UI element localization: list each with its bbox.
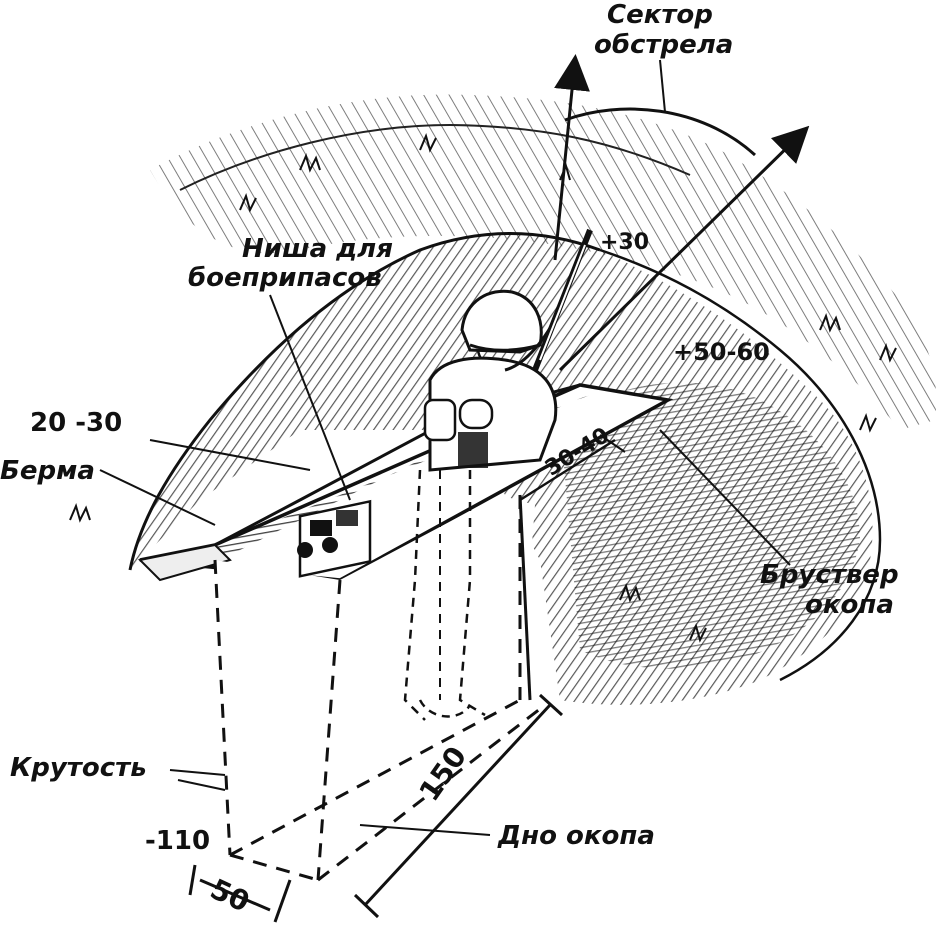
dim-plus30: +30 [600,230,650,255]
parapet-label-line2: окопа [805,590,894,620]
trench-bottom-label: Дно окопа [498,821,655,851]
ammo-niche [297,499,372,578]
dim-minus110: -110 [145,826,211,856]
ground-background [150,94,937,431]
leader-lines [99,294,791,836]
berm-label: Берма [0,456,95,486]
soldier-figure [403,228,593,721]
sector-label-line1: Сектор [607,0,713,30]
right-mound-texture [560,382,860,669]
dim-plus50-60: +50-60 [673,338,770,366]
niche-label-line1: Ниша для [242,234,393,264]
niche-label-line2: боеприпасов [188,263,382,293]
parapet-label-line1: Бруствер [760,560,899,590]
sector-of-fire [553,54,810,372]
dim-20-30: 20 -30 [30,408,123,438]
grass-tufts [69,133,897,643]
trench-front-wall [215,494,535,760]
steepness-label: Крутость [10,753,147,783]
sector-label-line2: обстрела [594,30,734,60]
trench-hidden-edges [213,495,546,882]
dimension-lines [149,434,626,923]
